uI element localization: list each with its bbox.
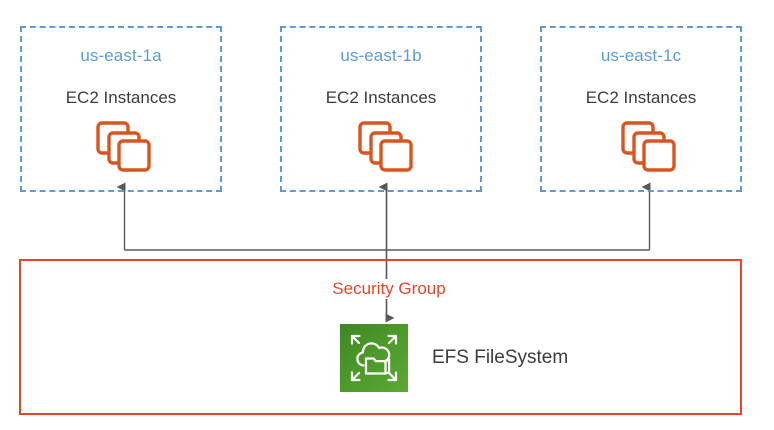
az-resource-label-us-east-1a: EC2 Instances [65,88,177,107]
az-label-us-east-1b: us-east-1b [340,46,422,65]
availability-zone-us-east-1c: us-east-1c EC2 Instances [540,26,742,192]
efs-filesystem-label: EFS FileSystem [432,347,569,368]
ec2-instances-icon [95,120,151,172]
efs-filesystem-icon [340,324,408,392]
ec2-instances-icon [620,120,676,172]
az-resource-label-us-east-1b: EC2 Instances [325,88,437,107]
availability-zone-us-east-1a: us-east-1a EC2 Instances [20,26,222,192]
security-group-boundary [19,259,742,415]
ec2-instances-icon [357,120,413,172]
security-group-label: Security Group [311,279,467,299]
az-label-us-east-1a: us-east-1a [80,46,162,65]
az-label-us-east-1c: us-east-1c [600,46,682,65]
availability-zone-us-east-1b: us-east-1b EC2 Instances [280,26,482,192]
az-resource-label-us-east-1c: EC2 Instances [585,88,697,107]
